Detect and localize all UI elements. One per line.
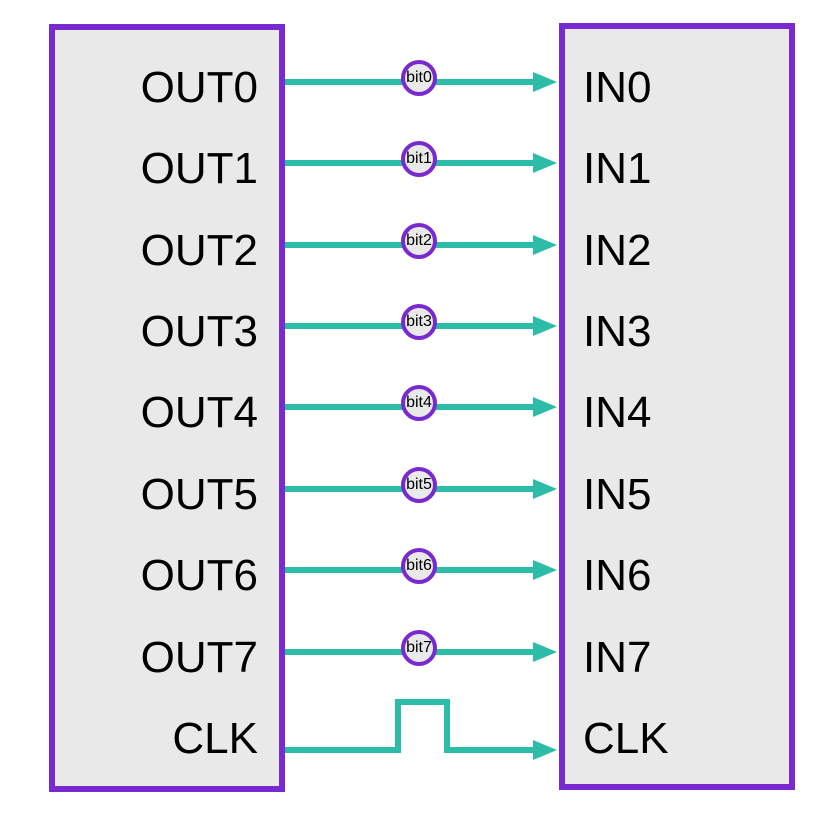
arrowhead-bit3 (533, 316, 557, 336)
arrowhead-bit7 (533, 642, 557, 662)
port-clk-left: CLK (172, 714, 258, 763)
port-in3: IN3 (583, 307, 652, 356)
bit-badge-7: bit7 (401, 630, 437, 666)
port-out6: OUT6 (140, 551, 258, 600)
port-clk-right: CLK (583, 714, 669, 763)
port-out7: OUT7 (140, 633, 258, 682)
bit-badge-4: bit4 (401, 385, 437, 421)
bit-badge-0: bit0 (401, 60, 437, 96)
bit-badge-6: bit6 (401, 548, 437, 584)
port-out3: OUT3 (140, 307, 258, 356)
arrowhead-bit2 (533, 235, 557, 255)
bit-badge-5: bit5 (401, 467, 437, 503)
port-out1: OUT1 (140, 144, 258, 193)
port-in4: IN4 (583, 388, 652, 437)
port-in0: IN0 (583, 63, 652, 112)
wire-clk-pulse (285, 699, 535, 753)
port-out2: OUT2 (140, 226, 258, 275)
port-in1: IN1 (583, 144, 652, 193)
port-in5: IN5 (583, 470, 652, 519)
arrowhead-bit6 (533, 560, 557, 580)
port-out4: OUT4 (140, 388, 258, 437)
arrowhead-clk (533, 740, 557, 760)
arrowhead-bit0 (533, 72, 557, 92)
port-in2: IN2 (583, 226, 652, 275)
arrowhead-bit1 (533, 153, 557, 173)
port-out0: OUT0 (140, 63, 258, 112)
right-box: IN0 IN1 IN2 IN3 IN4 IN5 IN6 IN7 CLK (559, 23, 795, 790)
port-in7: IN7 (583, 633, 652, 682)
arrowhead-bit5 (533, 479, 557, 499)
bit-badge-3: bit3 (401, 304, 437, 340)
arrowhead-bit4 (533, 397, 557, 417)
left-box: OUT0 OUT1 OUT2 OUT3 OUT4 OUT5 OUT6 OUT7 … (49, 24, 285, 792)
port-out5: OUT5 (140, 470, 258, 519)
bit-badge-1: bit1 (401, 141, 437, 177)
port-in6: IN6 (583, 551, 652, 600)
bit-badge-2: bit2 (401, 223, 437, 259)
